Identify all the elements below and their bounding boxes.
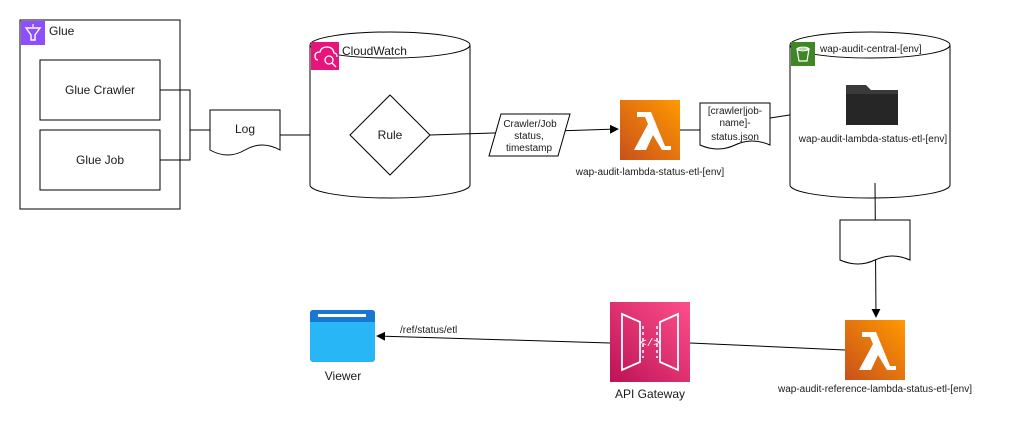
api-gateway-node[interactable]: </> API Gateway [610, 302, 690, 401]
rule-diamond[interactable]: Rule [349, 94, 431, 176]
api-gateway-label: API Gateway [615, 387, 685, 401]
glue-crawler-label: Glue Crawler [65, 83, 135, 97]
log-label: Log [235, 122, 255, 136]
lambda-icon [845, 320, 905, 380]
reference-document[interactable] [839, 219, 911, 265]
glue-group: Glue Glue Crawler Glue Job [19, 19, 181, 210]
glue-crawler-box[interactable]: Glue Crawler [39, 59, 161, 121]
viewer-label: Viewer [325, 369, 361, 383]
glue-job-label: Glue Job [76, 153, 124, 167]
s3-bucket-icon [791, 42, 815, 66]
api-path-label: /ref/status/etl [400, 325, 457, 336]
rule-label: Rule [378, 128, 403, 142]
lambda-status-node[interactable]: wap-audit-lambda-status-etl-[env] [575, 100, 725, 178]
json-line2: name]- [719, 118, 750, 129]
crawler-to-log-connector [160, 89, 210, 131]
glue-icon [21, 21, 45, 45]
job-to-log-connector [160, 130, 191, 161]
folder-icon[interactable] [846, 85, 898, 125]
status-data-line3: timestamp [506, 143, 553, 154]
log-document[interactable]: Log [209, 109, 281, 156]
reference-lambda-to-api-connector [689, 342, 846, 351]
s3-bucket-label: wap-audit-central-[env] [819, 44, 922, 55]
glue-job-box[interactable]: Glue Job [39, 129, 161, 191]
lambda-icon [620, 100, 680, 160]
cloudwatch-icon [311, 42, 339, 70]
s3-folder-label: wap-audit-lambda-status-etl-[env] [798, 134, 948, 145]
lambda-reference-node[interactable]: wap-audit-reference-lambda-status-etl-[e… [777, 320, 972, 395]
status-data-line1: Crawler/Job [503, 119, 557, 130]
browser-window-icon [310, 310, 375, 362]
lambda-status-label: wap-audit-lambda-status-etl-[env] [575, 167, 725, 178]
lambda-reference-label: wap-audit-reference-lambda-status-etl-[e… [777, 384, 972, 395]
json-line3: status.json [711, 132, 759, 143]
svg-text:</>: </> [640, 338, 660, 350]
viewer-node[interactable]: Viewer [310, 310, 375, 383]
status-data-parallelogram[interactable]: Crawler/Job status, timestamp [488, 113, 571, 157]
status-data-line2: status, [514, 131, 543, 142]
glue-group-label: Glue [49, 24, 75, 38]
status-json-document[interactable]: [crawler|job- name]- status.json [699, 102, 771, 150]
api-gateway-icon: </> [610, 302, 690, 382]
json-line1: [crawler|job- [708, 106, 762, 117]
cloudwatch-label: CloudWatch [342, 44, 407, 58]
api-to-viewer-arrow [376, 331, 611, 344]
